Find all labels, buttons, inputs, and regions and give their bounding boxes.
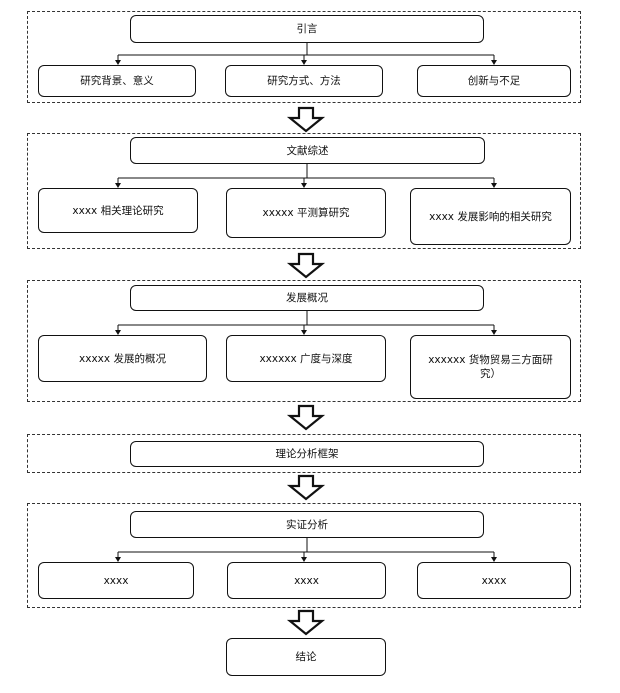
conclusion-box: 结论 xyxy=(226,638,386,676)
section-frame-literature xyxy=(27,133,581,249)
empirical-item-2: xxxx xyxy=(227,562,386,599)
section-title-introduction: 引言 xyxy=(130,15,484,43)
section-frame-introduction xyxy=(27,11,581,103)
section-frame-empirical xyxy=(27,503,581,608)
section-frame-theory xyxy=(27,434,581,473)
section-title-literature: 文献综述 xyxy=(130,137,485,164)
section-title-overview: 发展概况 xyxy=(130,285,484,311)
empirical-item-3: xxxx xyxy=(417,562,571,599)
section-title-theory: 理论分析框架 xyxy=(130,441,484,467)
section-title-empirical: 实证分析 xyxy=(130,511,484,538)
literature-item-theory: xxxx 相关理论研究 xyxy=(38,188,198,233)
section-frame-overview xyxy=(27,280,581,402)
overview-item-status: xxxxx 发展的概况 xyxy=(38,335,207,382)
intro-item-background: 研究背景、意义 xyxy=(38,65,196,97)
empirical-item-1: xxxx xyxy=(38,562,194,599)
overview-item-breadth-depth: xxxxxx 广度与深度 xyxy=(226,335,386,382)
overview-item-trade: xxxxxx 货物贸易三方面研究） xyxy=(410,335,571,399)
intro-item-innovation: 创新与不足 xyxy=(417,65,571,97)
intro-item-methods: 研究方式、方法 xyxy=(225,65,383,97)
literature-item-measurement: xxxxx 平测算研究 xyxy=(226,188,386,238)
literature-item-impact: xxxx 发展影响的相关研究 xyxy=(410,188,571,245)
